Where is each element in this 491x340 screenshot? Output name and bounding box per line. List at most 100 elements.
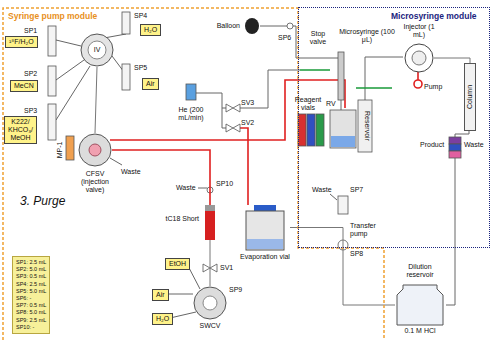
- node-text: SP1: 2.5 mL: [16, 259, 46, 266]
- line-art: [66, 136, 74, 160]
- node-text: SP8: 5.0 mL: [16, 309, 46, 316]
- line-art: [307, 114, 315, 146]
- part-label: 3. Purge: [20, 194, 65, 208]
- part-label: Pump: [424, 83, 442, 91]
- node-text: MeCN: [14, 82, 34, 90]
- part-label: Product: [420, 141, 444, 149]
- node-text: Air: [146, 80, 155, 88]
- part-label: Reagent vials: [294, 96, 322, 112]
- shape-part: [465, 64, 476, 131]
- valve-symbol: IV: [80, 33, 114, 67]
- reagent-box: ¹⁸F/H₂O: [5, 36, 38, 48]
- volume-table: SP1: 2.5 mLSP2: 5.0 mLSP3: 0.5 mLSP4: 2.…: [12, 256, 50, 334]
- line-art: [110, 72, 422, 205]
- shape-part: [205, 205, 215, 211]
- node-text: Microsyringe module: [391, 11, 477, 21]
- column: Column: [464, 63, 476, 131]
- node-text: Dilution reservoir: [395, 263, 445, 279]
- reservoir-jar: Dilution reservoir0.1 M HCl: [395, 285, 445, 325]
- part-label: Reservoir: [363, 111, 371, 141]
- part-label: Waste: [121, 168, 141, 176]
- part-label: SP3: [24, 107, 37, 115]
- line-art: [56, 26, 469, 318]
- injector-valve-shape: [404, 43, 434, 73]
- shape-part: [247, 239, 283, 249]
- node-text: Balloon: [202, 22, 240, 30]
- line-art: [110, 158, 337, 200]
- part-label: SP10: [216, 180, 233, 188]
- injector-valve: Injector (1 mL): [404, 43, 434, 73]
- part-label: SV2: [241, 119, 254, 127]
- valve-symbol-shape: [78, 133, 112, 167]
- reagent-box: Air: [142, 78, 159, 90]
- part-label: SP4: [134, 12, 147, 20]
- node-text: ¹⁸F/H₂O: [9, 38, 34, 46]
- line-art: [338, 52, 344, 100]
- line-art: [298, 114, 306, 146]
- node-text: Air: [156, 291, 165, 299]
- line-art: [186, 84, 196, 100]
- line-art: [449, 151, 461, 158]
- part-label: Waste: [176, 184, 196, 192]
- line-art: [287, 23, 293, 29]
- line-art: [240, 128, 248, 205]
- shape-part: [245, 18, 259, 34]
- line-art: [122, 64, 130, 90]
- node-text: 0.1 M HCl: [390, 327, 450, 335]
- line-art: [417, 72, 419, 80]
- reservoir-jar-shape: [395, 285, 445, 325]
- line-art: [48, 12, 461, 272]
- part-label: RV: [326, 100, 336, 108]
- line-art: [338, 196, 348, 214]
- connector: [210, 240, 211, 286]
- part-label: SP2: [24, 70, 37, 78]
- part-label: Waste: [312, 186, 332, 194]
- line-art: [56, 34, 126, 120]
- shape-part: [205, 211, 215, 240]
- connector: [290, 228, 395, 306]
- line-art: [48, 104, 56, 140]
- line-art: [446, 130, 469, 305]
- part-label: Microsyringe (100 μL): [338, 28, 396, 44]
- node-text: Syringe pump module: [8, 11, 97, 21]
- reagent-box: K222/ KHCO₃/ MeOH: [4, 116, 37, 144]
- shape-part: [3, 8, 384, 340]
- line-art: [331, 136, 355, 147]
- line-art: [240, 70, 300, 108]
- shape-part: [405, 44, 433, 72]
- line-art: [449, 144, 461, 151]
- node-text: K222/ KHCO₃/ MeOH: [8, 118, 33, 142]
- part-label: SP7: [350, 186, 363, 194]
- line-art: [300, 70, 392, 88]
- shape-part: [81, 34, 113, 66]
- reagent-box: Air: [152, 289, 169, 301]
- part-label: SV3: [241, 99, 254, 107]
- shape-part: [79, 134, 111, 166]
- shape-part: [254, 205, 276, 211]
- line-art: [48, 66, 56, 96]
- node-text: CFSV (injection valve): [73, 170, 117, 194]
- node-text: SWCV: [185, 322, 235, 330]
- shape-part: [194, 287, 226, 319]
- node-text: SP10: -: [16, 324, 46, 331]
- line-art: [48, 26, 56, 56]
- line-art: [122, 12, 130, 34]
- part-label: SV1: [220, 264, 233, 272]
- line-art: [226, 104, 240, 112]
- reagent-box: H₂O: [152, 313, 173, 325]
- node-text: SP3: 0.5 mL: [16, 273, 46, 280]
- balloon-symbol: Balloon: [244, 18, 260, 34]
- node-text: Evaporation vial: [238, 253, 292, 261]
- part-label: SP5: [134, 64, 147, 72]
- module-region-shape: [3, 8, 385, 340]
- node-text: Injector (1 mL): [402, 23, 436, 39]
- part-label: SP1: [24, 27, 37, 35]
- part-label: He (200 mL/min): [168, 106, 214, 122]
- part-label: Stop valve: [302, 30, 334, 46]
- node-text: SP5: 5.0 mL: [16, 288, 46, 295]
- node-text: EtOH: [169, 260, 186, 268]
- part-label: SP6: [278, 34, 291, 42]
- node-text: SP9: 2.5 mL: [16, 317, 46, 324]
- line-art: [260, 26, 338, 58]
